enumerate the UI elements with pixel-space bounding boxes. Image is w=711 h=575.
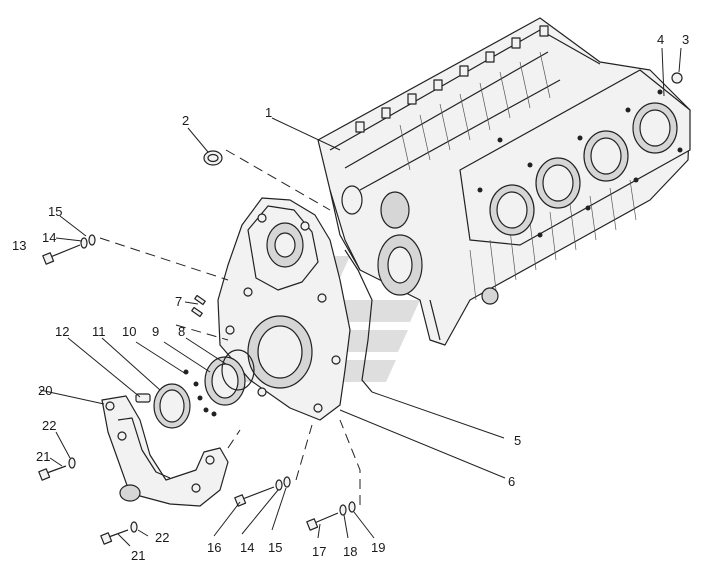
bolt-16 <box>234 486 275 507</box>
callout-21-left: 21 <box>36 449 50 464</box>
callout-1: 1 <box>265 105 272 120</box>
callout-2: 2 <box>182 113 189 128</box>
head-bolts <box>355 25 549 133</box>
callout-14-top: 14 <box>42 230 56 245</box>
callout-21-bottom: 21 <box>131 548 145 563</box>
callout-15-bottom: 15 <box>268 540 282 555</box>
callout-13: 13 <box>12 238 26 253</box>
bracket <box>101 395 229 507</box>
block-side-hatching <box>399 51 637 301</box>
washer-15b <box>283 476 291 488</box>
deck-studs <box>477 89 683 238</box>
plug-3 <box>671 72 683 84</box>
callout-12: 12 <box>55 324 69 339</box>
callout-3: 3 <box>682 32 689 47</box>
washer-22b <box>130 521 138 533</box>
bolt-13 <box>42 244 81 265</box>
timing-cover-housing <box>217 197 351 421</box>
callout-5: 5 <box>514 433 521 448</box>
callout-6: 6 <box>508 474 515 489</box>
callout-10: 10 <box>122 324 136 339</box>
washer-19 <box>348 501 356 513</box>
cylinder-bores <box>489 102 678 236</box>
washer-15a <box>88 234 96 246</box>
callout-18: 18 <box>343 544 357 559</box>
washer-14a <box>80 237 88 249</box>
callout-16: 16 <box>207 540 221 555</box>
bolt-21b <box>100 529 129 545</box>
bolt-17 <box>306 512 339 531</box>
callout-22-left: 22 <box>42 418 56 433</box>
washer-22a <box>68 457 76 469</box>
callout-22-bottom: 22 <box>155 530 169 545</box>
leader-lines <box>39 47 682 547</box>
bolt-21a <box>38 465 67 481</box>
callout-4: 4 <box>657 32 664 47</box>
callout-20: 20 <box>38 383 52 398</box>
callout-7: 7 <box>175 294 182 309</box>
callout-9: 9 <box>152 324 159 339</box>
callout-labels: 1 2 3 4 5 6 7 8 9 10 11 12 13 14 15 20 2… <box>12 32 689 563</box>
callout-19: 19 <box>371 540 385 555</box>
assembly-dash-lines <box>99 149 361 505</box>
callout-8: 8 <box>178 324 185 339</box>
callout-15-top: 15 <box>48 204 62 219</box>
washer-14b <box>275 479 283 491</box>
callout-17: 17 <box>312 544 326 559</box>
o-ring-2 <box>203 150 223 166</box>
cylinder-block <box>317 17 691 346</box>
front-seal-assembly <box>135 294 255 429</box>
front-gasket <box>344 249 373 393</box>
callout-11: 11 <box>92 324 106 339</box>
callout-14-bottom: 14 <box>240 540 254 555</box>
washer-18 <box>339 504 347 516</box>
